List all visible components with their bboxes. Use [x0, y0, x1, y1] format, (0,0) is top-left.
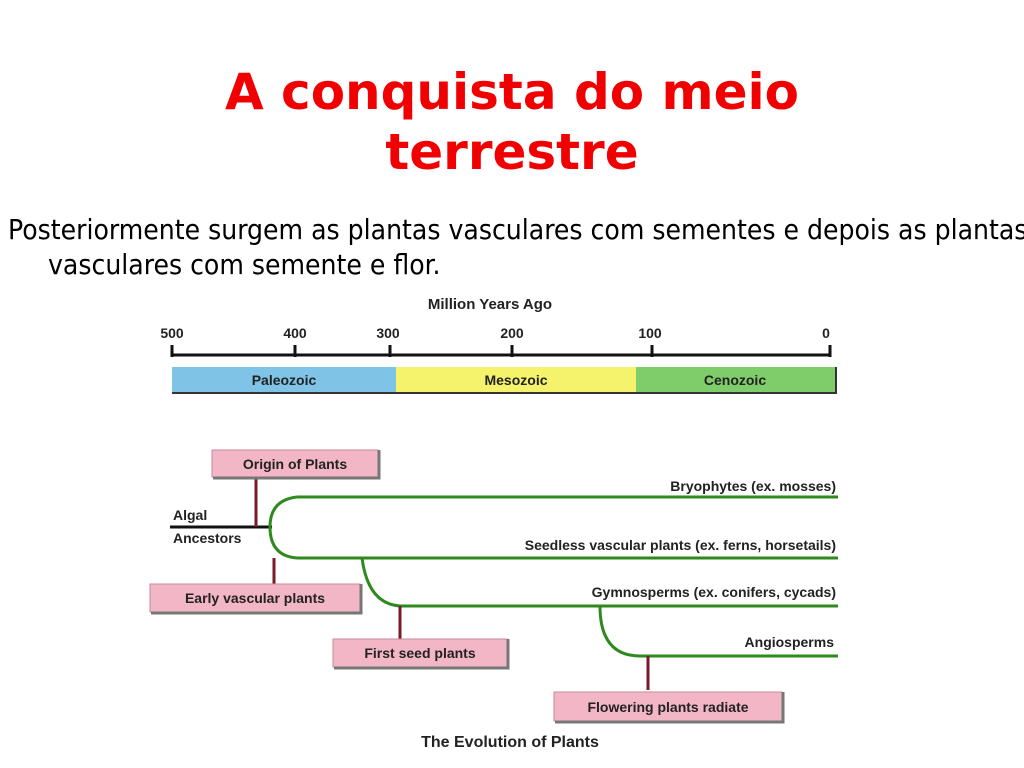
- event-label: Flowering plants radiate: [587, 699, 748, 715]
- phylogeny-lines: [170, 475, 838, 690]
- body-text: Posteriormente surgem as plantas vascula…: [8, 213, 1024, 281]
- title-line-1: A conquista do meio: [224, 63, 800, 121]
- era-label: Cenozoic: [704, 372, 766, 388]
- tick-label: 500: [160, 325, 184, 341]
- era-paleozoic: [172, 367, 396, 392]
- tick-label: 0: [822, 325, 830, 341]
- era-label: Paleozoic: [252, 372, 317, 388]
- title-line-2: terrestre: [385, 123, 639, 181]
- figure-caption: The Evolution of Plants: [421, 734, 599, 751]
- timeline-heading: Million Years Ago: [428, 296, 552, 313]
- event-label: Origin of Plants: [243, 456, 347, 472]
- era-label: Mesozoic: [484, 372, 547, 388]
- label-ancestors: Ancestors: [173, 530, 242, 546]
- tick-label: 200: [500, 325, 524, 341]
- slide-title: A conquista do meio terrestre: [112, 62, 912, 182]
- tick-label: 300: [376, 325, 400, 341]
- label-algal: Algal: [173, 507, 207, 523]
- label-gymnosperms: Gymnosperms (ex. conifers, cycads): [592, 584, 836, 600]
- tick-label: 400: [283, 325, 307, 341]
- era-mesozoic: [396, 367, 636, 392]
- event-flowering-plants-radiate: Flowering plants radiate: [553, 691, 785, 724]
- event-label: Early vascular plants: [185, 590, 325, 606]
- label-seedless-vascular: Seedless vascular plants (ex. ferns, hor…: [525, 537, 836, 553]
- event-first-seed-plants: First seed plants: [332, 638, 510, 670]
- event-label: First seed plants: [364, 645, 475, 661]
- label-bryophytes: Bryophytes (ex. mosses): [670, 478, 836, 494]
- tick-label: 100: [638, 325, 662, 341]
- timeline-axis: [170, 345, 832, 357]
- event-origin-of-plants: Origin of Plants: [211, 449, 381, 480]
- event-early-vascular-plants: Early vascular plants: [149, 583, 363, 615]
- era-cenozoic: [636, 367, 836, 392]
- label-angiosperms: Angiosperms: [745, 634, 835, 650]
